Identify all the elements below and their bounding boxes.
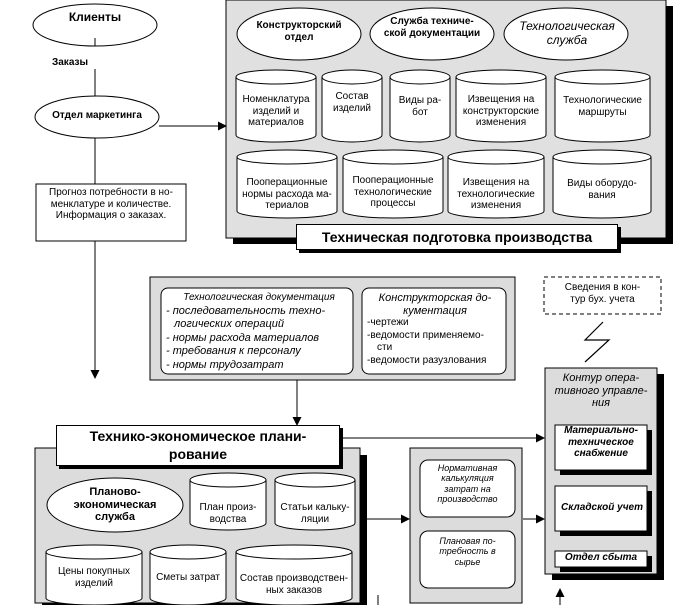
forecast-text: Прогноз потребности в но- менклатуре и к… xyxy=(49,187,173,221)
store-material-norms-cylinder xyxy=(236,149,338,219)
store-tech-processes-cylinder xyxy=(342,149,444,219)
marketing-label: Отдел маркетинга xyxy=(52,110,142,121)
store-design-changes-cylinder xyxy=(455,69,547,143)
marketing-node xyxy=(34,95,160,139)
store-production-plan-cylinder xyxy=(189,472,267,531)
forecast-box xyxy=(35,183,187,242)
accounting-note-box xyxy=(543,276,662,315)
planned-need-box xyxy=(419,530,516,589)
design-dept-label: Конструкторский отдел xyxy=(256,20,342,43)
warehouse-label: Складской учет xyxy=(561,502,643,513)
store-composition-cylinder xyxy=(321,69,383,143)
store-equipment-label: Виды оборудо-вания xyxy=(567,178,637,201)
docs-service-label: Служба техниче- ской документации xyxy=(383,16,481,39)
sales-label: Отдел сбыта xyxy=(564,552,638,563)
tech-service-node xyxy=(503,7,629,61)
store-orders-cylinder xyxy=(235,544,353,605)
store-orders-label: Состав производствен-ных заказов xyxy=(239,573,349,596)
tech-docs-box xyxy=(160,287,354,375)
store-calc-items-label: Статьи кальку-ляции xyxy=(280,502,350,525)
planning-dept-node xyxy=(46,477,184,533)
planning-title: Технико-экономическое плани- рование xyxy=(56,425,340,466)
store-works-label: Виды ра-бот xyxy=(398,95,442,118)
store-routes-cylinder xyxy=(554,69,651,143)
accounting-note-text: Сведения в кон-тур бух. учета xyxy=(564,282,641,305)
tech-docs-heading: Технологическая документация xyxy=(183,292,335,303)
store-estimates-cylinder xyxy=(149,544,227,605)
design-dept-node xyxy=(236,7,362,61)
design-docs-content: Конструкторская до- кументация -чертежи … xyxy=(367,292,503,371)
tech-service-label: Технологическая служба xyxy=(519,19,615,47)
tech-docs-content: Технологическая документация - последова… xyxy=(166,291,352,371)
store-prices-cylinder xyxy=(45,544,143,605)
store-tech-changes-cylinder xyxy=(447,149,545,219)
warehouse-box xyxy=(554,485,648,532)
docs-service-node xyxy=(369,7,495,61)
operations-heading: Контур опера-тивного управле-ния xyxy=(554,372,648,410)
design-docs-box xyxy=(361,287,507,375)
store-nomenclature-cylinder xyxy=(235,69,317,143)
normative-calc-box xyxy=(419,459,516,518)
store-production-plan-label: План произ-водства xyxy=(199,502,257,525)
store-calc-items-cylinder xyxy=(274,472,356,531)
store-estimates-label: Сметы затрат xyxy=(156,572,220,583)
store-works-cylinder xyxy=(389,69,451,143)
design-docs-heading: Конструкторская до- кументация xyxy=(378,292,492,317)
tech-prep-title: Техническая подготовка производства xyxy=(296,224,618,250)
sales-box xyxy=(554,550,648,568)
supply-box xyxy=(554,424,648,471)
store-equipment-cylinder xyxy=(552,149,652,219)
orders-label: Заказы xyxy=(40,57,100,69)
lightning-connector xyxy=(583,321,611,363)
clients-label: Клиенты xyxy=(68,10,122,24)
